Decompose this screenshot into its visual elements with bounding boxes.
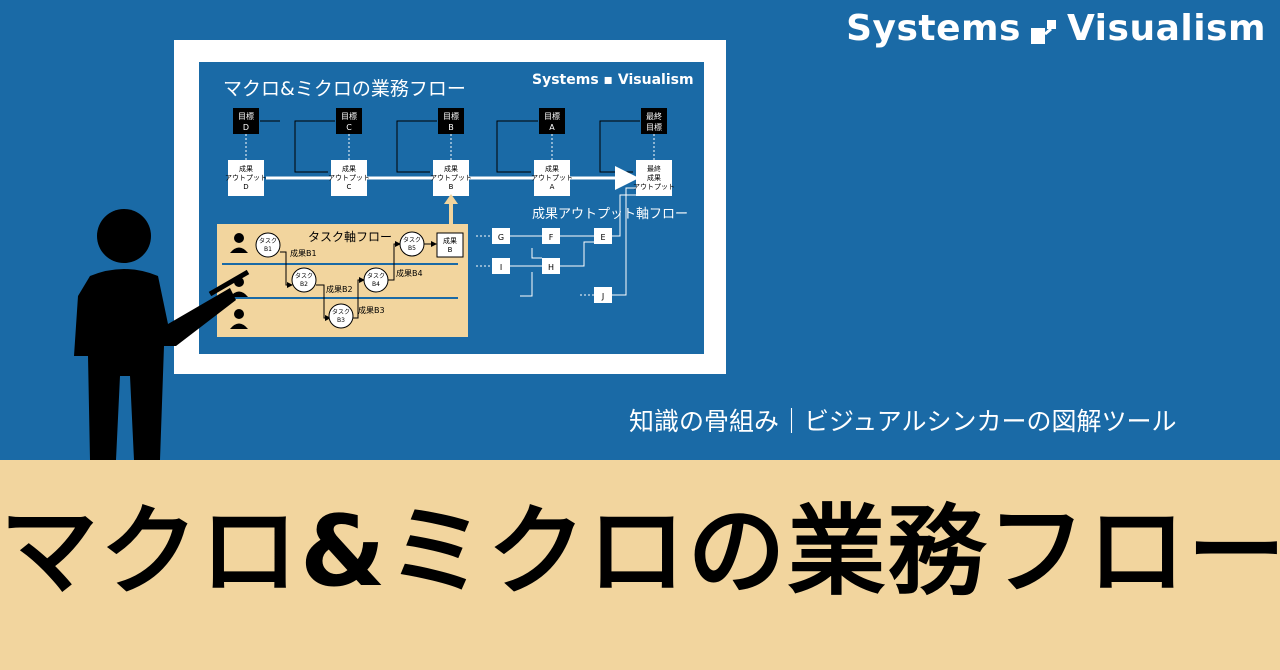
task-b1: タスク B1 bbox=[255, 232, 281, 258]
goal-final: 最終 目標 bbox=[641, 108, 667, 134]
svg-text:タスク: タスク bbox=[295, 272, 313, 280]
svg-text:最終: 最終 bbox=[646, 111, 662, 121]
svg-text:B: B bbox=[448, 123, 454, 132]
node-h: H bbox=[542, 258, 560, 274]
node-j: J bbox=[594, 287, 612, 303]
svg-text:E: E bbox=[600, 233, 605, 242]
mini-brand-left: Systems bbox=[532, 72, 599, 88]
svg-text:B5: B5 bbox=[408, 245, 416, 252]
result-box-b: 成果 B bbox=[436, 232, 464, 258]
svg-text:タスク: タスク bbox=[259, 237, 277, 245]
svg-text:B: B bbox=[449, 183, 454, 191]
result-b1: 成果B1 bbox=[290, 248, 317, 258]
svg-text:目標: 目標 bbox=[341, 111, 357, 121]
svg-text:アウトプット: アウトプット bbox=[430, 174, 472, 182]
main-title: マクロ&ミクロの業務フロー bbox=[0, 495, 1280, 609]
mini-brand-logo: Systems ▪ Visualism bbox=[532, 72, 694, 88]
svg-text:B4: B4 bbox=[372, 281, 380, 288]
node-g: G bbox=[492, 228, 510, 244]
task-flow-lines bbox=[280, 241, 437, 321]
output-a: 成果 アウトプット A bbox=[531, 160, 573, 196]
result-b3: 成果B3 bbox=[358, 305, 385, 315]
svg-text:タスク: タスク bbox=[332, 308, 350, 316]
flow-diagram: 目標 D 目標 C 目標 B 目標 A 最終 目標 成果 bbox=[217, 108, 688, 337]
lane-dividers bbox=[222, 263, 458, 299]
svg-text:F: F bbox=[549, 233, 554, 242]
node-i: I bbox=[492, 258, 510, 274]
svg-text:B3: B3 bbox=[337, 317, 345, 324]
goal-a: 目標 A bbox=[539, 108, 565, 134]
svg-text:G: G bbox=[498, 233, 504, 242]
svg-text:B1: B1 bbox=[264, 246, 272, 253]
svg-text:目標: 目標 bbox=[443, 111, 459, 121]
result-b4: 成果B4 bbox=[396, 268, 423, 278]
svg-text:B: B bbox=[448, 246, 453, 254]
node-f: F bbox=[542, 228, 560, 244]
bottom-panel bbox=[0, 460, 1280, 670]
svg-text:C: C bbox=[346, 123, 352, 132]
svg-text:A: A bbox=[550, 183, 555, 191]
svg-text:目標: 目標 bbox=[544, 111, 560, 121]
output-d: 成果 アウトプット D bbox=[225, 160, 267, 196]
svg-text:成果: 成果 bbox=[444, 164, 458, 173]
svg-text:アウトプット: アウトプット bbox=[633, 183, 675, 191]
svg-text:タスク: タスク bbox=[367, 272, 385, 280]
network-lines bbox=[476, 187, 636, 297]
svg-text:成果: 成果 bbox=[342, 164, 356, 173]
svg-text:成果: 成果 bbox=[647, 173, 661, 182]
svg-text:I: I bbox=[500, 263, 502, 272]
goal-d: 目標 D bbox=[233, 108, 259, 134]
result-b2: 成果B2 bbox=[326, 284, 353, 294]
svg-text:成果: 成果 bbox=[443, 236, 457, 245]
task-b4: タスク B4 bbox=[363, 267, 389, 293]
svg-text:タスク: タスク bbox=[403, 236, 421, 244]
svg-text:D: D bbox=[243, 123, 249, 132]
task-axis-label: タスク軸フロー bbox=[308, 230, 392, 244]
task-b2: タスク B2 bbox=[291, 267, 317, 293]
goal-feedback-lines bbox=[260, 120, 640, 173]
svg-text:A: A bbox=[549, 123, 555, 132]
svg-text:アウトプット: アウトプット bbox=[531, 174, 573, 182]
goal-dotted-links bbox=[245, 134, 655, 160]
mini-brand-right: Visualism bbox=[617, 72, 694, 88]
task-b3: タスク B3 bbox=[328, 303, 354, 329]
mini-brand-mark-icon: ▪ bbox=[603, 72, 618, 88]
svg-text:C: C bbox=[347, 183, 352, 191]
node-e: E bbox=[594, 228, 612, 244]
presenter-icon bbox=[74, 209, 250, 460]
svg-text:目標: 目標 bbox=[238, 111, 254, 121]
svg-text:成果: 成果 bbox=[239, 164, 253, 173]
diagram-title: マクロ&ミクロの業務フロー bbox=[223, 78, 466, 100]
svg-text:H: H bbox=[548, 263, 554, 272]
output-axis-label: 成果アウトプット軸フロー bbox=[532, 207, 688, 222]
goal-c: 目標 C bbox=[336, 108, 362, 134]
task-b5: タスク B5 bbox=[399, 231, 425, 257]
brand-logo: Systems Visualism bbox=[846, 8, 1266, 49]
brand-mark-icon bbox=[1029, 14, 1059, 44]
brand-left: Systems bbox=[846, 8, 1021, 49]
person-icons bbox=[230, 233, 248, 329]
svg-text:アウトプット: アウトプット bbox=[328, 174, 370, 182]
svg-text:最終: 最終 bbox=[647, 164, 661, 173]
task-to-output-arrowhead bbox=[444, 194, 458, 204]
goal-b: 目標 B bbox=[438, 108, 464, 134]
brand-right: Visualism bbox=[1066, 8, 1266, 49]
svg-text:B2: B2 bbox=[300, 281, 308, 288]
svg-text:アウトプット: アウトプット bbox=[225, 174, 267, 182]
output-b: 成果 アウトプット B bbox=[430, 160, 472, 196]
output-final: 最終 成果 アウトプット bbox=[633, 160, 675, 196]
svg-text:D: D bbox=[243, 183, 248, 191]
output-c: 成果 アウトプット C bbox=[328, 160, 370, 196]
subtitle: 知識の骨組み｜ビジュアルシンカーの図解ツール bbox=[629, 407, 1177, 436]
svg-text:成果: 成果 bbox=[545, 164, 559, 173]
svg-text:目標: 目標 bbox=[646, 122, 662, 132]
svg-text:J: J bbox=[601, 292, 604, 301]
